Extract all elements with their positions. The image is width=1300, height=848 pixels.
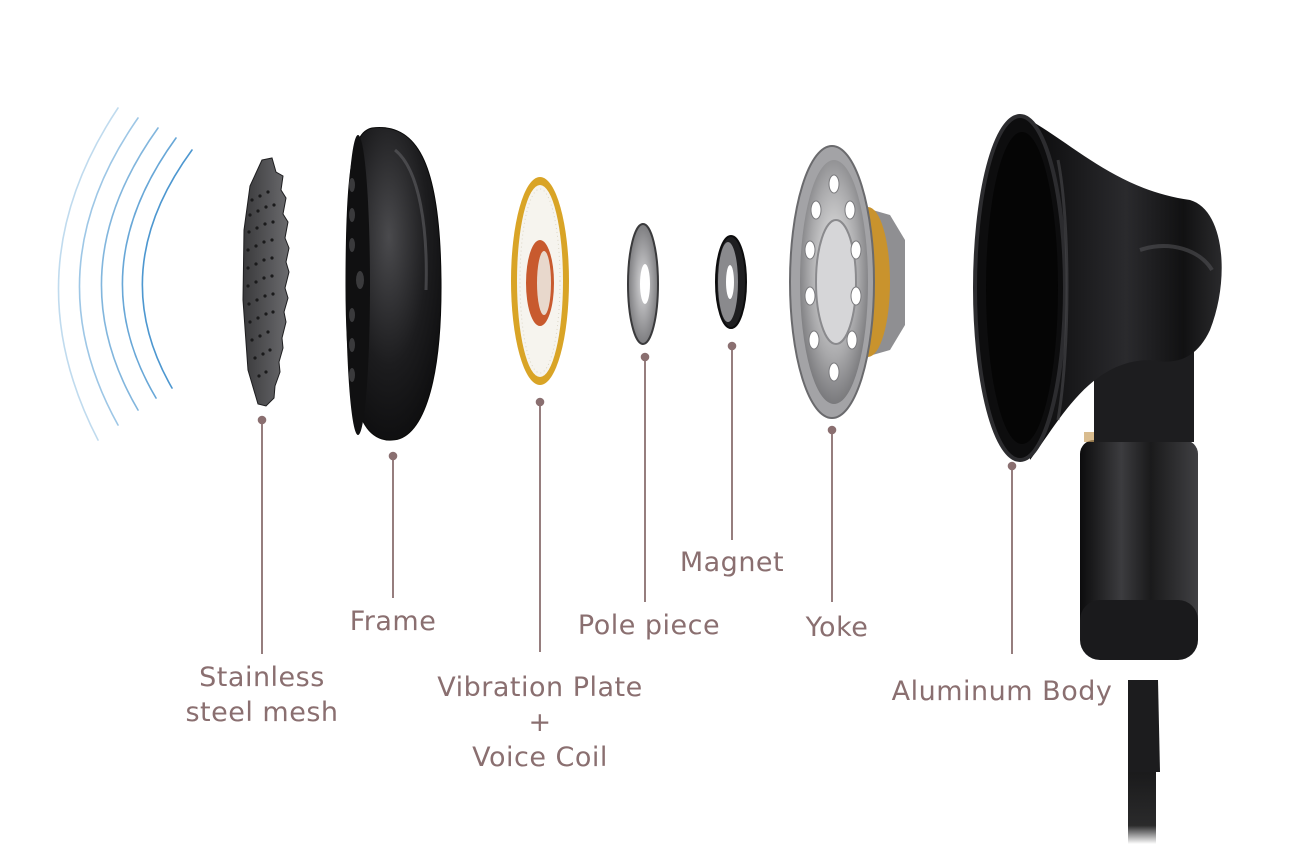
label-line: Yoke (805, 612, 869, 643)
label-line: Pole piece (577, 610, 721, 641)
leader-lines (257, 341, 1017, 654)
leader-line-frame (388, 451, 398, 598)
cable-icon (1128, 770, 1156, 844)
leader-line-yoke (827, 425, 837, 602)
leader-line-magnet (727, 341, 737, 540)
label-vibration-plate-voice-coil: Vibration Plate + Voice Coil (410, 670, 670, 775)
label-frame: Frame (312, 604, 474, 639)
leader-line-mesh (257, 415, 267, 654)
yoke-icon (789, 145, 905, 419)
label-aluminum-body: Aluminum Body (882, 674, 1122, 709)
label-line: + (528, 707, 552, 738)
leader-line-vibration (535, 397, 545, 652)
label-yoke: Yoke (782, 610, 892, 645)
label-line: Stainless (199, 662, 325, 693)
vibration-plate-icon (511, 177, 569, 385)
label-magnet: Magnet (662, 545, 802, 580)
aluminum-body-icon (973, 114, 1222, 844)
label-line: Vibration Plate (437, 672, 643, 703)
frame-icon (345, 127, 442, 441)
magnet-icon (715, 235, 747, 329)
label-line: Aluminum Body (891, 676, 1113, 707)
leader-line-body (1007, 461, 1017, 654)
label-stainless-steel-mesh: Stainless steel mesh (162, 660, 362, 730)
pole-piece-icon (627, 223, 659, 345)
label-line: steel mesh (185, 697, 339, 728)
stainless-steel-mesh-icon (242, 157, 290, 407)
label-pole-piece: Pole piece (554, 608, 744, 643)
label-line: Voice Coil (472, 742, 608, 773)
leader-line-pole (640, 352, 650, 602)
label-line: Magnet (679, 547, 785, 578)
label-line: Frame (349, 606, 437, 637)
sound-waves-icon (57, 107, 193, 441)
